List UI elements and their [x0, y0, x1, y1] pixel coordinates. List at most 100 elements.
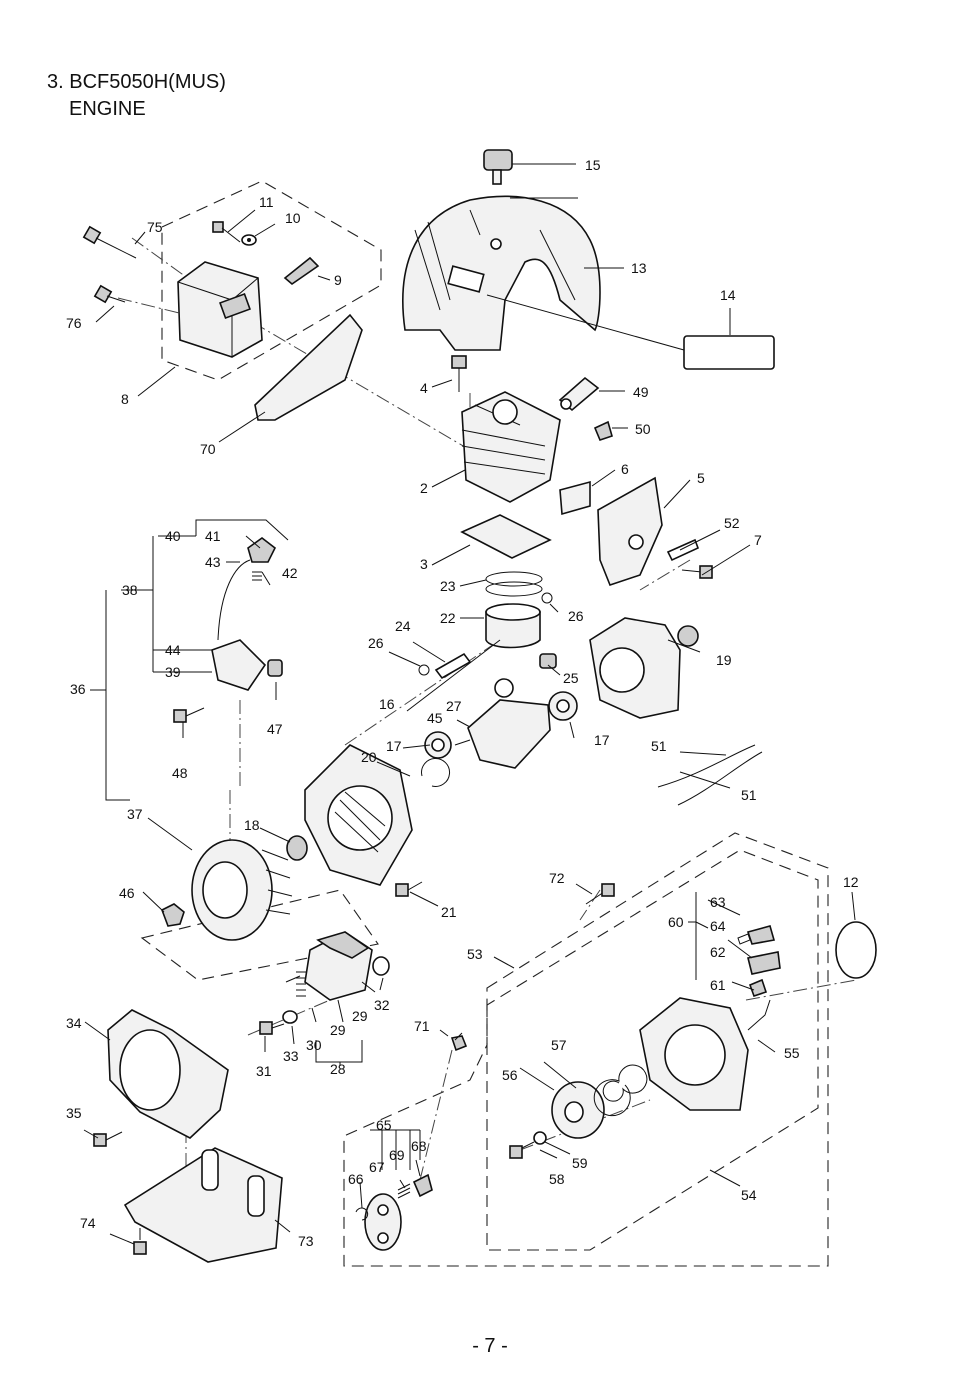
callout-34: 34: [66, 1015, 82, 1031]
title-section: ENGINE: [69, 98, 146, 120]
clutch-29: [304, 931, 373, 1001]
callout-54: 54: [741, 1187, 757, 1203]
callout-12: 12: [843, 874, 859, 890]
callout-22: 22: [440, 610, 456, 626]
plug-cap-50: [593, 420, 613, 441]
callout-72: 72: [549, 870, 565, 886]
callout-43: 43: [205, 554, 221, 570]
callout-55: 55: [784, 1045, 800, 1061]
washer-33: [282, 1010, 298, 1024]
spring-30: [296, 971, 306, 997]
callout-74: 74: [80, 1215, 96, 1231]
callout-48: 48: [172, 765, 188, 781]
callout-27: 27: [446, 698, 462, 714]
starter-case-55: [639, 997, 771, 1111]
bolt-76: [93, 284, 126, 304]
callout-9: 9: [334, 272, 342, 288]
callout-58: 58: [549, 1171, 565, 1187]
callout-28: 28: [330, 1061, 346, 1077]
callout-23: 23: [440, 578, 456, 594]
bearing-17b: [548, 691, 578, 721]
callout-19: 19: [716, 652, 732, 668]
callout-5: 5: [697, 470, 705, 486]
callout-26a: 26: [368, 635, 384, 651]
callout-7: 7: [754, 532, 762, 548]
callout-33: 33: [283, 1048, 299, 1064]
callout-56: 56: [502, 1067, 518, 1083]
callout-29a: 29: [352, 1008, 368, 1024]
insulator-5: [597, 476, 663, 586]
snap-ring-20: [421, 758, 450, 787]
callout-11: 11: [259, 194, 274, 210]
wire-51: [657, 744, 763, 806]
bolt-35: [93, 1131, 123, 1147]
callout-52: 52: [724, 515, 740, 531]
rope-guide-61: [748, 978, 768, 998]
alignment-lines: [117, 237, 857, 1220]
callout-24: 24: [395, 618, 411, 634]
callout-73: 73: [298, 1233, 314, 1249]
flywheel-37: [191, 839, 293, 941]
callout-29b: 29: [330, 1022, 346, 1038]
callout-8: 8: [121, 391, 129, 407]
callout-3: 3: [420, 556, 428, 572]
cylinder-2: [461, 391, 561, 503]
callout-18: 18: [244, 817, 260, 833]
starter-inner-boundary: [486, 849, 819, 1251]
muffler-gasket-70: [254, 313, 363, 421]
callout-14: 14: [720, 287, 736, 303]
spring-42: [252, 571, 262, 581]
callout-65: 65: [376, 1117, 392, 1133]
callout-63: 63: [710, 894, 726, 910]
callout-42: 42: [282, 565, 298, 581]
callout-32: 32: [374, 997, 390, 1013]
callout-10: 10: [285, 210, 301, 226]
callout-76: 76: [66, 315, 82, 331]
callout-49: 49: [633, 384, 649, 400]
ignition-wire-43: [217, 559, 251, 641]
callout-67: 67: [369, 1159, 385, 1175]
callout-16: 16: [379, 696, 395, 712]
oil-seal-18: [286, 835, 308, 861]
callout-31: 31: [256, 1063, 272, 1079]
callout-59: 59: [572, 1155, 588, 1171]
knob-15: [483, 149, 513, 185]
spark-plug-49: [558, 376, 600, 412]
nut-71: [450, 1035, 468, 1052]
callout-61: 61: [710, 977, 726, 993]
callout-64: 64: [710, 918, 726, 934]
clip-64: [737, 933, 751, 945]
callout-69: 69: [389, 1147, 405, 1163]
bolt-48: [173, 707, 205, 723]
crankcase-left: [304, 744, 413, 886]
callout-75: 75: [147, 219, 163, 235]
bolt-58: [509, 1141, 535, 1159]
callout-30: 30: [306, 1037, 322, 1053]
bolt-74: [133, 1228, 147, 1255]
piston-pin-24: [434, 652, 472, 680]
callout-57: 57: [551, 1037, 567, 1053]
callout-17b: 17: [594, 732, 610, 748]
circlip-26b: [541, 592, 553, 604]
callout-51b: 51: [741, 787, 757, 803]
callout-60: 60: [668, 914, 684, 930]
callout-66: 66: [348, 1171, 364, 1187]
fan-housing-34: [107, 1009, 229, 1139]
callout-71: 71: [414, 1018, 430, 1034]
title-model: 3. BCF5050H(MUS): [47, 71, 226, 93]
callout-35: 35: [66, 1105, 82, 1121]
nut-46: [160, 903, 185, 927]
callout-47: 47: [267, 721, 283, 737]
spark-arrestor-9: [283, 256, 320, 286]
needle-bearing-25: [539, 653, 557, 669]
washer-32: [372, 956, 390, 976]
bearing-17a: [424, 731, 452, 759]
callout-17a: 17: [386, 738, 402, 754]
o-ring-12: [835, 921, 877, 979]
oil-seal-19: [677, 625, 699, 647]
callout-26b: 26: [568, 608, 584, 624]
collar-47: [267, 659, 283, 677]
label-plate-14: [683, 335, 775, 370]
tank-cover-73: [123, 1147, 283, 1263]
callout-37: 37: [127, 806, 143, 822]
